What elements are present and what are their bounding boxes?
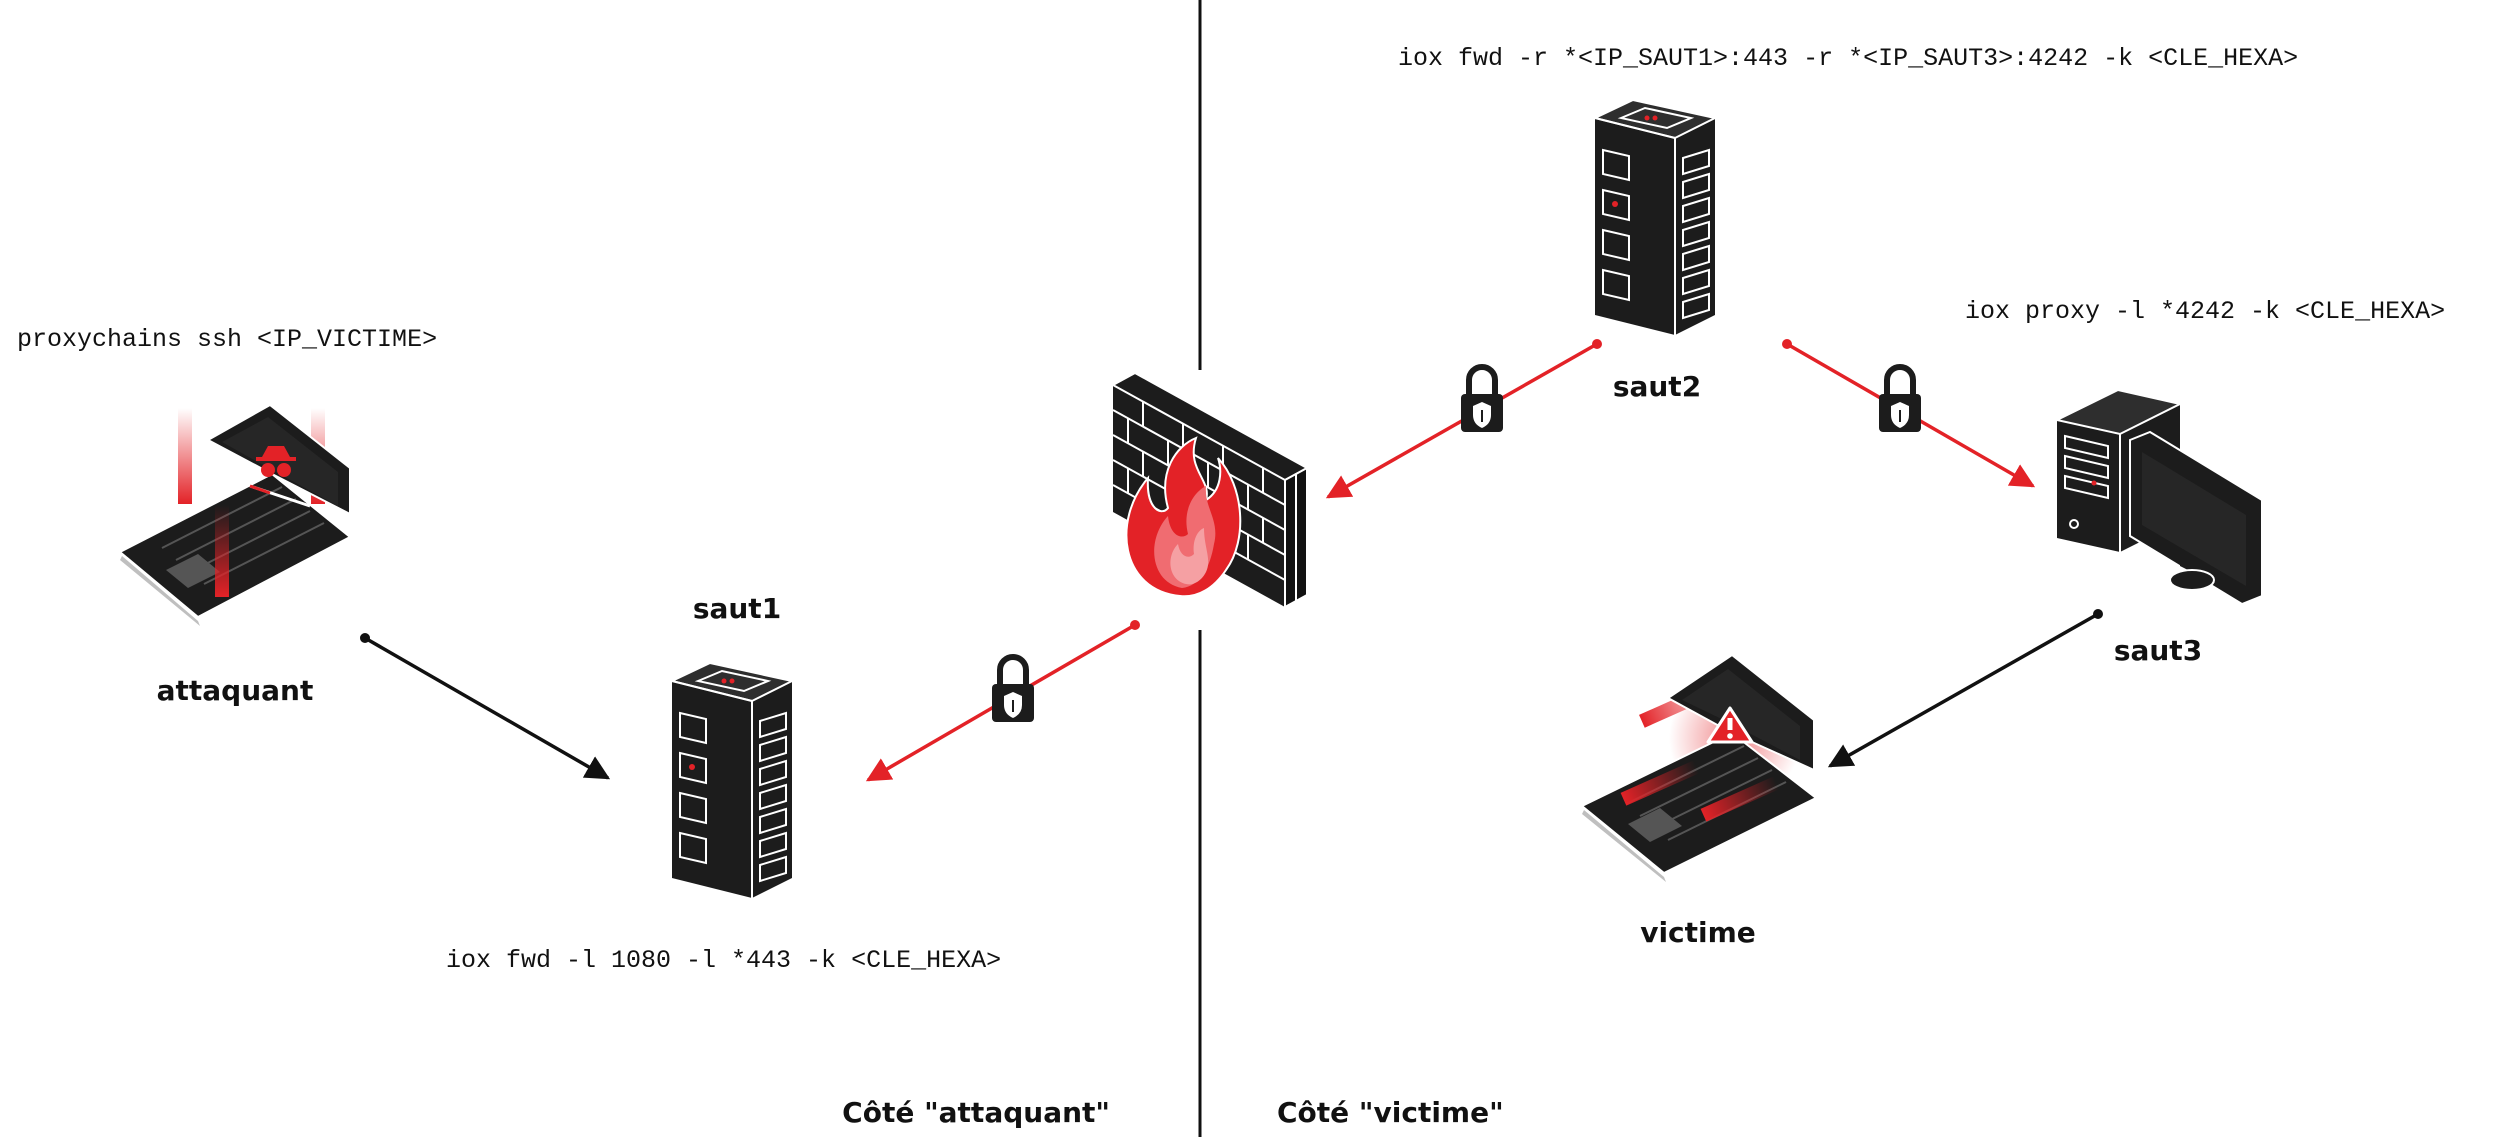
attaquant-label: attaquant [157,674,314,707]
connection-attaquant-saut1 [360,633,611,780]
server-rack-icon [1594,99,1716,336]
padlock-icon [1879,367,1921,432]
attacker-side-label: Côté "attaquant" [842,1096,1110,1129]
saut3-command: iox proxy -l *4242 -k <CLE_HEXA> [1965,297,2445,326]
connections [360,339,2103,782]
victime-label: victime [1640,916,1756,949]
hacker-laptop-icon [118,403,352,626]
padlock-icon [992,657,1034,722]
connection-saut3-victime [1827,609,2103,768]
firewall-icon [1110,371,1310,609]
victim-side-label: Côté "victime" [1277,1096,1504,1129]
saut2-label: saut2 [1613,370,1701,403]
saut3-label: saut3 [2114,634,2202,667]
saut1-command: iox fwd -l 1080 -l *443 -k <CLE_HEXA> [446,946,1001,975]
saut2-command: iox fwd -r *<IP_SAUT1>:443 -r *<IP_SAUT3… [1398,44,2298,73]
desktop-computer-icon [2054,388,2263,606]
padlock-icon [1461,367,1503,432]
saut1-label: saut1 [693,592,781,625]
server-rack-icon [671,662,793,899]
attaquant-command: proxychains ssh <IP_VICTIME> [17,325,437,354]
alert-laptop-icon [1580,653,1818,882]
